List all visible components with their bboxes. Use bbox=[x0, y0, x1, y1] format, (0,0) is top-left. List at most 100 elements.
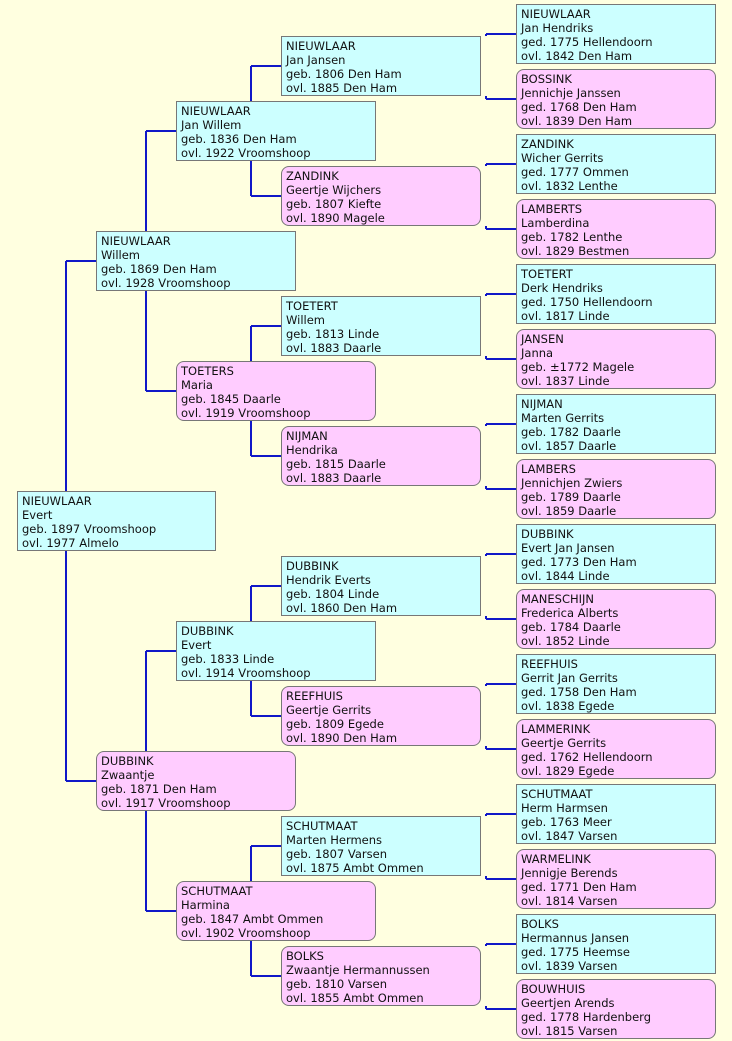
person-given-name: Hendrik Everts bbox=[286, 573, 371, 587]
person-surname: NIEUWLAAR bbox=[286, 39, 356, 53]
person-surname: BOUWHUIS bbox=[521, 982, 586, 996]
person-surname: REEFHUIS bbox=[286, 689, 343, 703]
person-given-name: Marten Hermens bbox=[286, 833, 383, 847]
person-birth-line: geb. 1809 Egede bbox=[286, 717, 384, 731]
person-surname: WARMELINK bbox=[521, 852, 591, 866]
person-given-name: Geertjen Arends bbox=[521, 996, 615, 1010]
person-birth-line: geb. 1782 Daarle bbox=[521, 425, 621, 439]
person-birth-line: geb. 1804 Linde bbox=[286, 587, 380, 601]
person-death-line: ovl. 1842 Den Ham bbox=[521, 49, 633, 63]
person-surname: DUBBINK bbox=[521, 527, 574, 541]
person-death-line: ovl. 1875 Ambt Ommen bbox=[286, 861, 424, 875]
person-birth-line: geb. 1833 Linde bbox=[181, 652, 275, 666]
person-given-name: Gerrit Jan Gerrits bbox=[521, 671, 618, 685]
person-given-name: Derk Hendriks bbox=[521, 281, 603, 295]
person-death-line: ovl. 1928 Vroomshoop bbox=[101, 276, 231, 290]
person-birth-line: geb. 1871 Den Ham bbox=[101, 782, 217, 796]
person-surname: SCHUTMAAT bbox=[286, 819, 358, 833]
person-death-line: ovl. 1885 Den Ham bbox=[286, 81, 398, 95]
person-surname: NIJMAN bbox=[286, 429, 328, 443]
person-death-line: ovl. 1883 Daarle bbox=[286, 471, 382, 485]
person-surname: SCHUTMAAT bbox=[181, 884, 253, 898]
person-birth-line: geb. 1807 Kiefte bbox=[286, 197, 382, 211]
person-death-line: ovl. 1839 Varsen bbox=[521, 959, 618, 973]
person-given-name: Jennigje Berends bbox=[521, 866, 618, 880]
person-given-name: Jennichjen Zwiers bbox=[521, 476, 623, 490]
person-surname: TOETERT bbox=[521, 267, 573, 281]
person-birth-line: ged. 1775 Heemse bbox=[521, 945, 630, 959]
person-surname: BOSSINK bbox=[521, 72, 572, 86]
person-death-line: ovl. 1832 Lenthe bbox=[521, 179, 618, 193]
person-birth-line: geb. 1807 Varsen bbox=[286, 847, 388, 861]
person-surname: BOLKS bbox=[521, 917, 559, 931]
person-death-line: ovl. 1914 Vroomshoop bbox=[181, 666, 311, 680]
person-birth-line: ged. 1768 Den Ham bbox=[521, 100, 637, 114]
person-death-line: ovl. 1838 Egede bbox=[521, 699, 615, 713]
person-given-name: Evert bbox=[22, 508, 53, 522]
person-birth-line: geb. 1784 Daarle bbox=[521, 620, 621, 634]
person-birth-line: ged. 1778 Hardenberg bbox=[521, 1010, 651, 1024]
person-death-line: ovl. 1919 Vroomshoop bbox=[181, 406, 311, 420]
person-birth-line: geb. 1847 Ambt Ommen bbox=[181, 912, 324, 926]
person-birth-line: ged. 1773 Den Ham bbox=[521, 555, 637, 569]
person-death-line: ovl. 1814 Varsen bbox=[521, 894, 618, 908]
person-death-line: ovl. 1860 Den Ham bbox=[286, 601, 398, 615]
person-given-name: Hermannus Jansen bbox=[521, 931, 630, 945]
person-given-name: Herm Harmsen bbox=[521, 801, 608, 815]
person-birth-line: geb. 1782 Lenthe bbox=[521, 230, 623, 244]
person-death-line: ovl. 1829 Bestmen bbox=[521, 244, 630, 258]
person-surname: LAMMERINK bbox=[521, 722, 591, 736]
person-birth-line: geb. 1836 Den Ham bbox=[181, 132, 297, 146]
person-birth-line: geb. 1897 Vroomshoop bbox=[22, 522, 157, 536]
person-death-line: ovl. 1852 Linde bbox=[521, 634, 610, 648]
person-birth-line: geb. 1815 Daarle bbox=[286, 457, 386, 471]
person-surname: REEFHUIS bbox=[521, 657, 578, 671]
person-surname: ZANDINK bbox=[286, 169, 339, 183]
person-death-line: ovl. 1847 Varsen bbox=[521, 829, 618, 843]
person-surname: NIJMAN bbox=[521, 397, 563, 411]
person-given-name: Geertje Gerrits bbox=[521, 736, 607, 750]
person-death-line: ovl. 1890 Magele bbox=[286, 211, 385, 225]
person-surname: SCHUTMAAT bbox=[521, 787, 593, 801]
person-given-name: Geertje Gerrits bbox=[286, 703, 372, 717]
person-birth-line: geb. 1763 Meer bbox=[521, 815, 612, 829]
person-birth-line: ged. 1771 Den Ham bbox=[521, 880, 637, 894]
person-birth-line: ged. 1775 Hellendoorn bbox=[521, 35, 653, 49]
person-birth-line: geb. 1845 Daarle bbox=[181, 392, 281, 406]
person-birth-line: ged. 1750 Hellendoorn bbox=[521, 295, 653, 309]
person-given-name: Frederica Alberts bbox=[521, 606, 619, 620]
person-surname: TOETERS bbox=[181, 364, 234, 378]
person-surname: MANESCHIJN bbox=[521, 592, 595, 606]
person-death-line: ovl. 1815 Varsen bbox=[521, 1024, 618, 1038]
person-birth-line: geb. 1789 Daarle bbox=[521, 490, 621, 504]
person-death-line: ovl. 1839 Den Ham bbox=[521, 114, 633, 128]
person-surname: DUBBINK bbox=[181, 624, 234, 638]
person-death-line: ovl. 1917 Vroomshoop bbox=[101, 796, 231, 810]
person-given-name: Jan Willem bbox=[181, 118, 242, 132]
person-death-line: ovl. 1859 Daarle bbox=[521, 504, 617, 518]
person-death-line: ovl. 1837 Linde bbox=[521, 374, 610, 388]
person-birth-line: geb. 1869 Den Ham bbox=[101, 262, 217, 276]
person-death-line: ovl. 1844 Linde bbox=[521, 569, 610, 583]
person-birth-line: ged. 1758 Den Ham bbox=[521, 685, 637, 699]
